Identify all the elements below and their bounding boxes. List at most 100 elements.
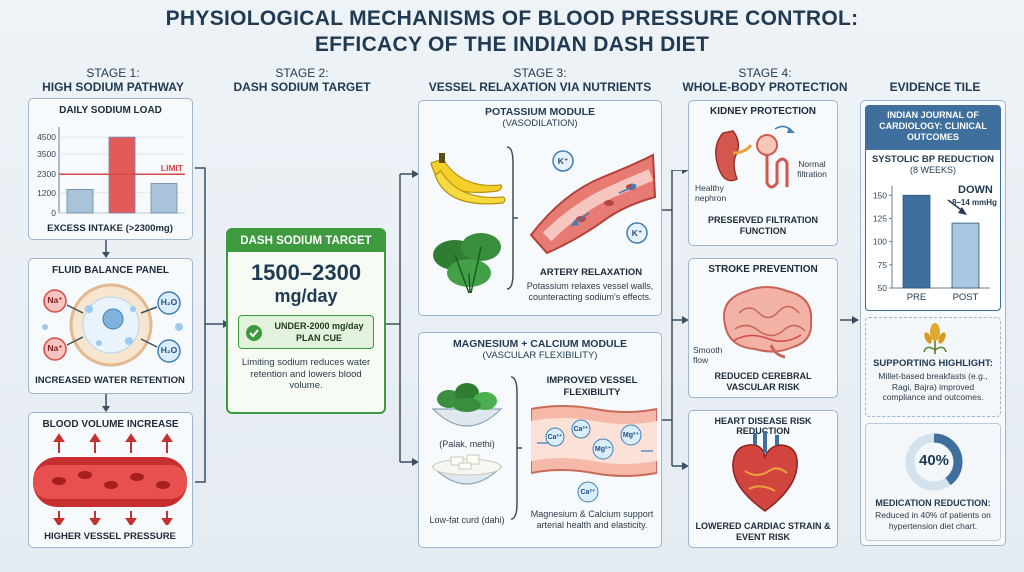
heart-illustration: [732, 431, 798, 512]
dash-target-card: DASH SODIUM TARGET 1500–2300 mg/day UNDE…: [226, 228, 386, 414]
sodium-tick-label: 4500: [37, 132, 56, 142]
sbp-title: SYSTOLIC BP REDUCTION: [871, 154, 995, 165]
sodium-tick-label: 2300: [37, 169, 56, 179]
sbp-tick-label: 75: [878, 260, 888, 270]
vessel-pressure-illustration: [33, 433, 187, 525]
sbp-subtitle: (8 WEEKS): [909, 165, 956, 175]
sbp-category-label: POST: [953, 292, 979, 303]
flexible-vessel-illustration: [531, 405, 657, 477]
blood-volume-title: BLOOD VOLUME INCREASE: [42, 419, 179, 430]
dash-target-note: Limiting sodium reduces water retention …: [241, 357, 371, 391]
evidence-tile: INDIAN JOURNAL OF CARDIOLOGY: CLINICAL O…: [860, 100, 1006, 546]
brain-illustration: [723, 286, 813, 359]
heart-caption: LOWERED CARDIAC STRAIN & EVENT RISK: [695, 521, 831, 542]
stage-4-header: STAGE 4: WHOLE-BODY PROTECTION: [682, 66, 848, 94]
greens-curd-illustration: [431, 383, 503, 485]
potassium-ion-label-top: K⁺: [557, 156, 569, 166]
magnesium-ion-label-2: Mg²⁺: [622, 432, 640, 439]
banana-spinach-illustration: [430, 153, 506, 294]
blood-volume-panel: BLOOD VOLUME INCREASE HIGHER VESSEL PRES…: [28, 412, 193, 548]
sbp-category-label: PRE: [907, 292, 927, 303]
plan-cue-text: UNDER-2000 mg/day PLAN CUE: [274, 321, 364, 343]
cell-water-illustration: [42, 283, 183, 367]
connector-stage3-stage4: [662, 170, 689, 470]
potassium-subtitle: (VASODILATION): [502, 118, 578, 129]
kidney-protection-panel: KIDNEY PROTECTION Healthy nephron Normal…: [688, 100, 838, 246]
stage-3-header: STAGE 3: VESSEL RELAXATION VIA NUTRIENTS: [428, 66, 652, 94]
sodium-bar: [150, 183, 178, 214]
stage-1-header: STAGE 1: HIGH SODIUM PATHWAY: [42, 66, 184, 94]
banana-icon: [430, 153, 506, 205]
percent-donut: [905, 433, 963, 491]
stroke-flow-label: Smooth flow: [693, 345, 723, 365]
sbp-bar: [902, 194, 931, 289]
millet-icon: [923, 323, 947, 354]
highlight-text: Millet-based breakfasts (e.g., Ragi, Baj…: [878, 371, 988, 402]
blood-volume-caption: HIGHER VESSEL PRESSURE: [44, 531, 176, 542]
calcium-ion-label-3: Ca²⁺: [580, 489, 596, 496]
sbp-tick-label: 50: [878, 283, 888, 293]
artery-relaxation-illustration: [529, 150, 657, 255]
dash-target-unit: mg/day: [274, 286, 338, 306]
greens-label: (Palak, methi): [439, 439, 495, 449]
kidney-title: KIDNEY PROTECTION: [710, 106, 816, 117]
calcium-ion-badge: [577, 481, 599, 503]
stroke-caption: REDUCED CEREBRAL VASCULAR RISK: [714, 371, 812, 392]
sodium-load-title: DAILY SODIUM LOAD: [59, 105, 162, 116]
kidney-right-label: Normal filtration: [797, 159, 827, 179]
down-arrow-head: [958, 207, 967, 215]
sodium-tick-label: 3500: [37, 149, 56, 159]
connector-stage2-stage3: [386, 170, 419, 466]
checkmark-icon: [246, 325, 262, 341]
fluid-balance-panel: FLUID BALANCE PANEL Na⁺ Na⁺ H₂O H₂O INCR…: [28, 258, 193, 394]
journal-card: INDIAN JOURNAL OF CARDIOLOGY: CLINICAL O…: [865, 105, 1001, 311]
journal-header: INDIAN JOURNAL OF CARDIOLOGY: CLINICAL O…: [866, 106, 1000, 150]
sodium-ion-label-bottom: Na⁺: [47, 343, 63, 353]
title-line-2: EFFICACY OF THE INDIAN DASH DIET: [314, 33, 710, 56]
potassium-note: Potassium relaxes vessel walls, countera…: [526, 281, 654, 302]
sodium-load-caption: EXCESS INTAKE (>2300mg): [47, 223, 173, 234]
stage-5-header: EVIDENCE TILE: [889, 80, 981, 94]
percent-value: 40%: [918, 452, 950, 469]
water-label-bottom: H₂O: [160, 345, 178, 355]
sbp-tick-label: 125: [873, 213, 887, 223]
fluid-balance-title: FLUID BALANCE PANEL: [51, 265, 170, 276]
sodium-bar: [108, 136, 136, 214]
kidney-caption: PRESERVED FILTRATION FUNCTION: [707, 215, 818, 236]
connector-stage4-evidence: [840, 316, 859, 324]
sbp-bar: [951, 222, 980, 289]
sodium-limit-label: LIMIT: [161, 163, 184, 173]
potassium-bracket: [506, 146, 518, 290]
calcium-ion-label-1: Ca²⁺: [547, 434, 563, 441]
calcium-ion-label-2: Ca²⁺: [573, 426, 589, 433]
sodium-tick-label: 1200: [37, 188, 56, 198]
spinach-icon: [433, 233, 501, 294]
potassium-ion-label-bottom: K⁺: [631, 228, 643, 238]
magnesium-title: MAGNESIUM + CALCIUM MODULE: [452, 338, 628, 350]
kidney-nephron-illustration: [715, 125, 795, 189]
stroke-title: STROKE PREVENTION: [708, 264, 818, 275]
water-label-top: H₂O: [160, 297, 178, 307]
down-label: DOWN: [958, 184, 993, 196]
curd-bowl-icon: [431, 454, 503, 485]
medication-title: MEDICATION REDUCTION:: [875, 498, 991, 508]
magnesium-bracket: [510, 376, 522, 520]
dash-target-header: DASH SODIUM TARGET: [228, 230, 384, 252]
dash-target-value: 1500–2300: [250, 260, 362, 285]
magnesium-ion-label-1: Mg²⁺: [594, 446, 612, 453]
stage-2-header: STAGE 2: DASH SODIUM TARGET: [233, 66, 371, 94]
potassium-module: POTASSIUM MODULE (VASODILATION) K⁺ K⁺ AR…: [418, 100, 662, 316]
potassium-title: POTASSIUM MODULE: [484, 106, 596, 118]
title-line-1: PHYSIOLOGICAL MECHANISMS OF BLOOD PRESSU…: [165, 7, 859, 30]
sbp-tick-label: 100: [873, 237, 887, 247]
greens-bowl-icon: [431, 383, 503, 427]
curd-label: Low-fat curd (dahi): [429, 515, 505, 525]
stroke-prevention-panel: STROKE PREVENTION Smooth flow REDUCED CE…: [688, 258, 838, 398]
highlight-title: SUPPORTING HIGHLIGHT:: [873, 358, 993, 369]
down-range: 8–14 mmHg: [952, 198, 997, 207]
sbp-tick-label: 150: [873, 190, 887, 200]
medication-reduction-card: 40% MEDICATION REDUCTION: Reduced in 40%…: [865, 423, 1001, 541]
